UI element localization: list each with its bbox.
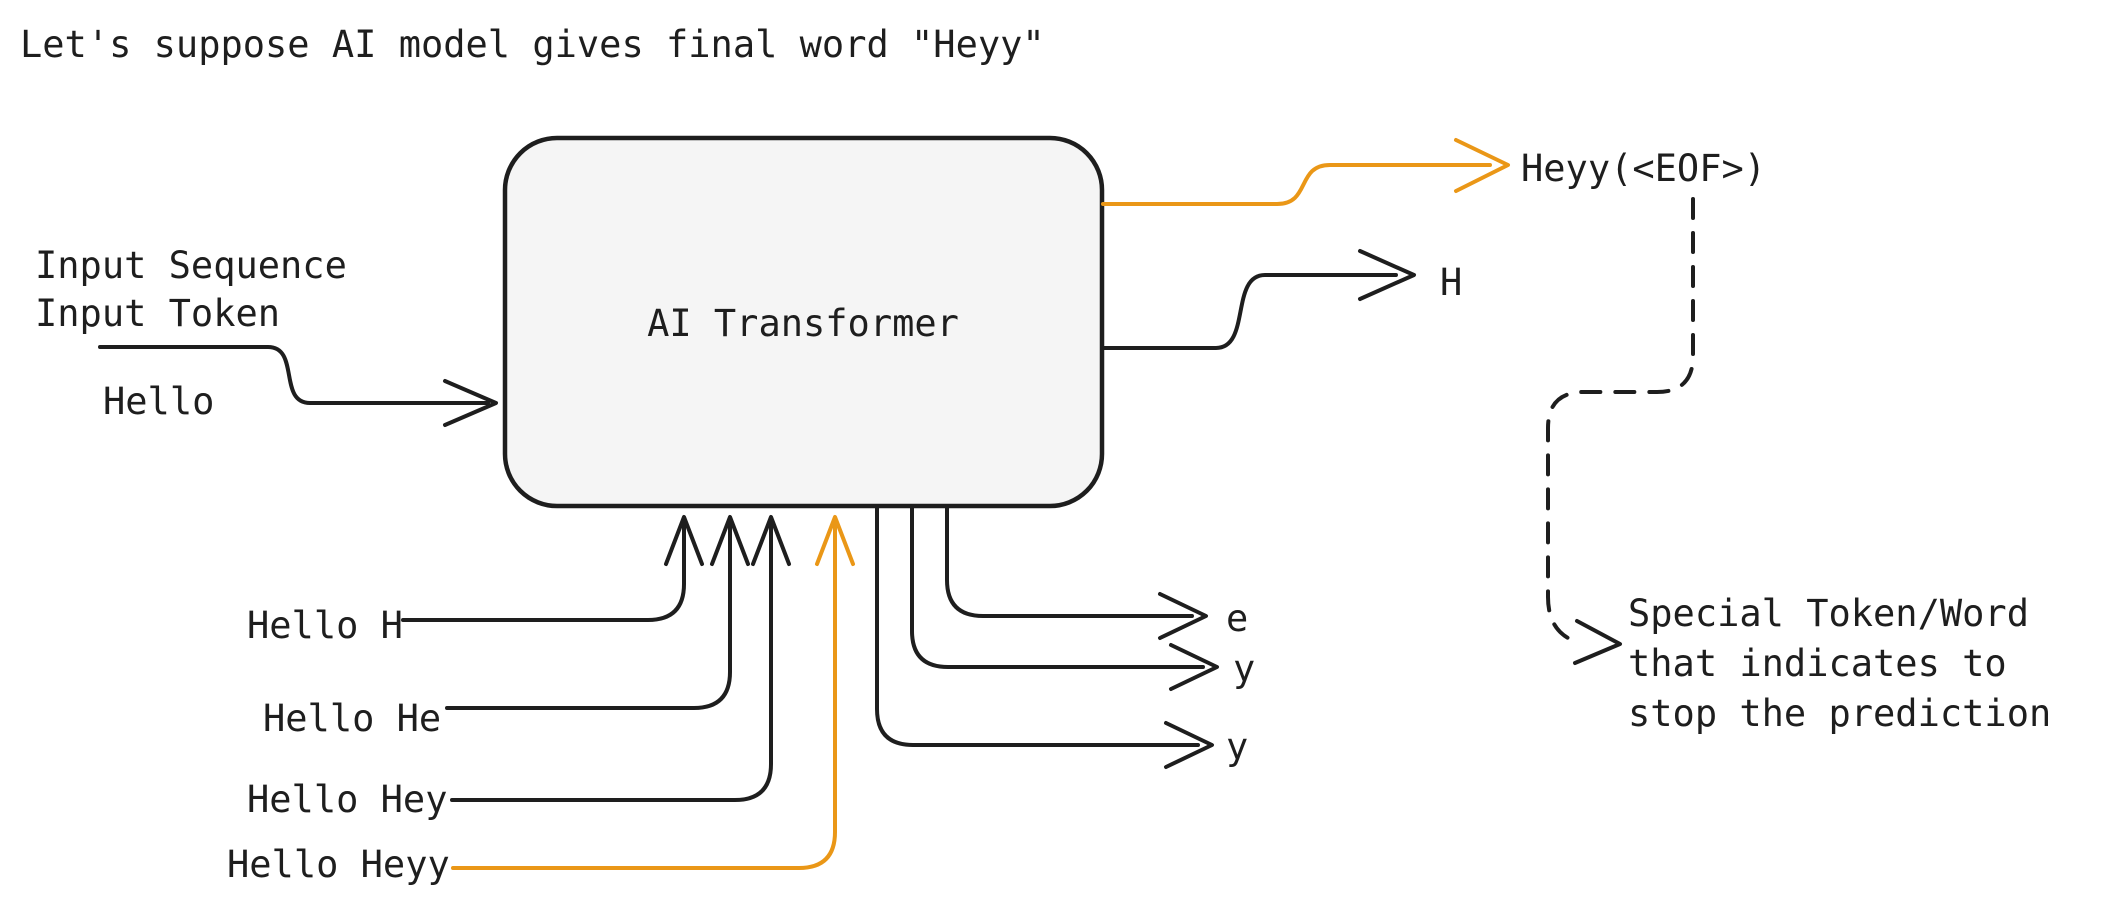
input-arrow-hello-hey-shaft — [450, 518, 773, 802]
note-line-3: stop the prediction — [1628, 692, 2051, 735]
output-arrow-y-mid — [910, 505, 1219, 691]
input-arrow-hello-he-shaft — [445, 518, 732, 710]
input-arrow-hello — [98, 345, 498, 427]
input-arrow-hello-shaft — [98, 345, 490, 405]
output-arrow-y-low-shaft — [875, 505, 1200, 747]
note-text-block: Special Token/Word that indicates to sto… — [1628, 592, 2051, 735]
note-line-2: that indicates to — [1628, 642, 2007, 685]
input-arrow-hello-hey-head-icon — [751, 515, 791, 566]
input-token-label: Input Token — [35, 292, 280, 335]
input-arrow-hello-hey — [450, 515, 791, 802]
output-arrow-h-shaft — [1101, 273, 1398, 350]
input-arrow-hello-head-icon — [443, 379, 498, 427]
output-arrow-h — [1101, 249, 1416, 350]
output-label-e: e — [1226, 597, 1248, 640]
bottom-input-label-hello-heyy: Hello Heyy — [227, 843, 450, 886]
input-arrow-hello-heyy-head-icon — [815, 515, 855, 566]
input-token-hello: Hello — [103, 380, 214, 423]
output-arrow-y-mid-shaft — [910, 505, 1205, 669]
input-arrow-hello-h-shaft — [401, 518, 686, 622]
output-label-h: H — [1440, 261, 1462, 304]
transformer-box — [502, 135, 1105, 509]
note-dashed-arrow-shaft — [1546, 197, 1695, 645]
input-arrow-hello-heyy-highlight — [451, 515, 855, 870]
bottom-input-label-hello-h: Hello H — [247, 604, 403, 647]
note-line-1: Special Token/Word — [1628, 592, 2029, 635]
output-arrow-h-head-icon — [1358, 249, 1416, 301]
note-dashed-arrow-head-icon — [1573, 619, 1622, 665]
output-arrow-final-shaft — [1101, 163, 1492, 206]
transformer-label: AI Transformer — [647, 302, 959, 345]
output-arrow-final-head-icon — [1454, 138, 1510, 193]
diagram-title: Let's suppose AI model gives final word … — [20, 23, 1045, 66]
input-arrow-hello-h-head-icon — [664, 515, 704, 566]
note-dashed-arrow — [1546, 197, 1695, 665]
output-label-y-mid: y — [1233, 647, 1255, 690]
bottom-input-label-hello-he: Hello He — [263, 697, 441, 740]
output-arrow-y-low — [875, 505, 1214, 769]
input-arrow-hello-h — [401, 515, 704, 622]
input-arrow-hello-he — [445, 515, 750, 710]
final-output-label: Heyy(<EOF>) — [1521, 147, 1766, 190]
output-arrow-e-shaft — [945, 505, 1194, 618]
bottom-input-label-hello-hey: Hello Hey — [247, 778, 447, 821]
output-arrow-e-head-icon — [1158, 592, 1208, 640]
output-arrow-e — [945, 505, 1208, 640]
output-arrow-final-highlight — [1101, 138, 1510, 206]
output-label-y-low: y — [1226, 725, 1248, 768]
output-arrow-y-low-head-icon — [1164, 721, 1214, 769]
input-arrow-hello-heyy-shaft — [451, 518, 837, 870]
input-arrow-hello-he-head-icon — [710, 515, 750, 566]
input-sequence-label: Input Sequence — [35, 244, 347, 287]
output-arrow-y-mid-head-icon — [1169, 643, 1219, 691]
